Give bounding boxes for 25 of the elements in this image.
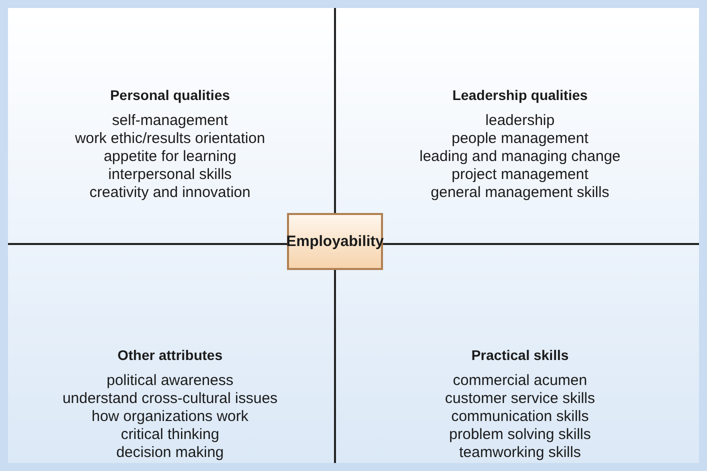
skill-item: general management skills	[430, 184, 610, 201]
skill-item: commercial acumen	[452, 372, 588, 389]
skill-item: leading and managing change	[420, 148, 620, 165]
skill-item: appetite for learning	[104, 148, 236, 165]
skill-item: creativity and innovation	[90, 184, 250, 201]
skill-item: understand cross-cultural issues	[62, 390, 278, 407]
skill-item: project management	[452, 166, 588, 183]
quadrant-heading: Personal qualities	[110, 86, 230, 104]
skill-item: communication skills	[451, 408, 589, 425]
skill-item: decision making	[116, 444, 224, 461]
skill-item: work ethic/results orientation	[74, 130, 266, 147]
skill-item: interpersonal skills	[108, 166, 232, 183]
skill-item: customer service skills	[444, 390, 596, 407]
skill-item: critical thinking	[120, 426, 220, 443]
skill-item: how organizations work	[92, 408, 248, 425]
skill-item: self-management	[112, 112, 228, 129]
quadrant-heading: Other attributes	[117, 346, 222, 364]
center-box: Employability	[287, 213, 383, 270]
skill-item: political awareness	[106, 372, 234, 389]
quadrant-heading: Practical skills	[471, 346, 569, 364]
skill-item: leadership	[485, 112, 555, 129]
skill-item: problem solving skills	[449, 426, 591, 443]
skill-item: people management	[452, 130, 588, 147]
skill-item: teamworking skills	[459, 444, 581, 461]
quadrant-heading: Leadership qualities	[452, 86, 588, 104]
